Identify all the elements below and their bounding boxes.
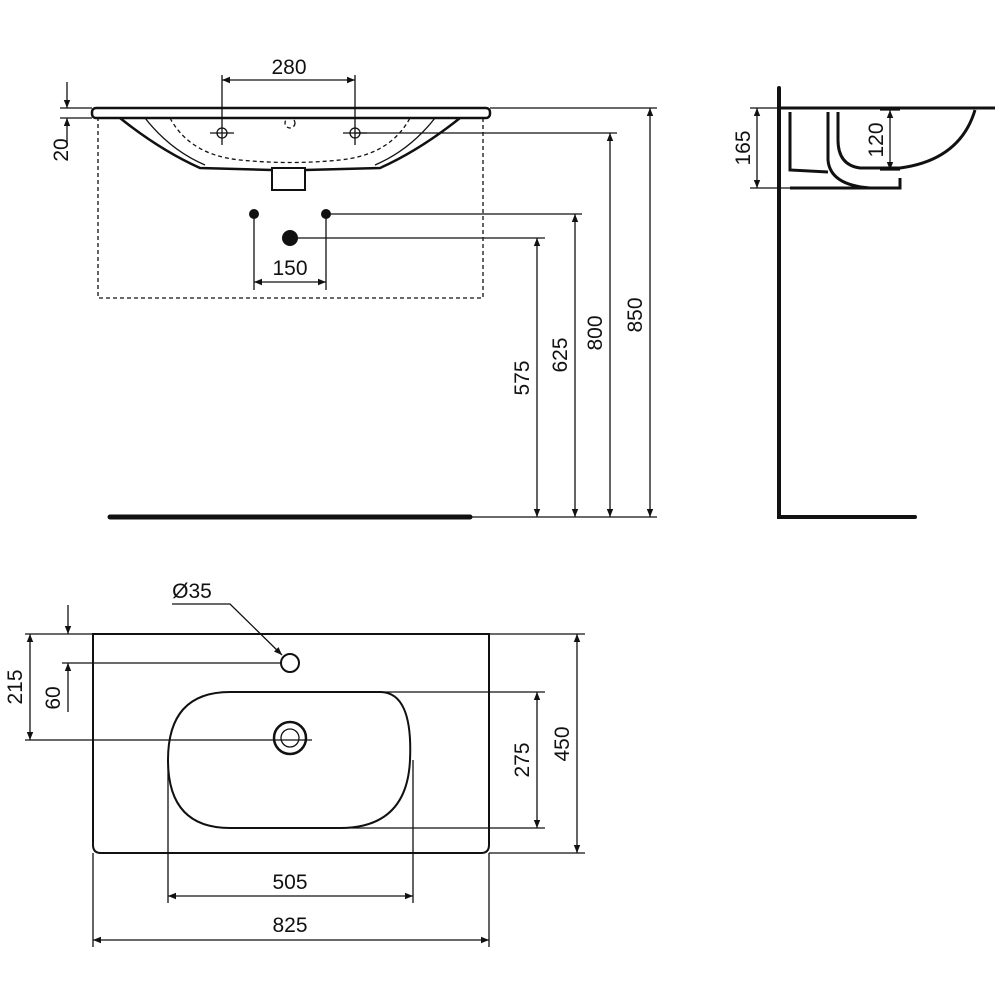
dim-waste-height: 575 [511,360,534,395]
dim-tap-hole-diameter: Ø35 [172,580,212,603]
overflow-icon [284,117,296,129]
dim-tap-hole-from-back: 60 [42,686,65,709]
top-view: Ø35 215 60 275 450 505 825 [4,580,585,947]
side-view: 165 120 [732,86,995,519]
dim-basin-total-depth: 165 [732,130,755,165]
dim-bowl-width: 505 [272,871,307,894]
bowl-outline [166,691,412,829]
basin-top-outline [92,633,490,854]
basin-rim [90,106,492,120]
tap-hole-icon [280,653,300,673]
dim-overall-height: 850 [624,297,647,332]
dim-bowl-front-depth: 275 [511,742,534,777]
waste-icon [272,720,308,756]
basin-side-profile [779,106,995,190]
front-view: 280 20 150 575 625 800 850 [50,56,657,520]
dim-overall-depth: 450 [551,726,574,761]
dim-waste-from-back: 215 [4,669,27,704]
dim-tap-height: 800 [584,315,607,350]
dim-supply-height: 625 [549,337,572,372]
dim-bowl-depth: 120 [865,122,888,157]
dim-supply-spacing: 150 [272,257,307,280]
waste-point [282,230,298,246]
wall-line [777,86,917,519]
dim-rim-thickness: 20 [50,138,73,161]
dim-tap-spacing: 280 [271,56,306,79]
waste-outlet [271,167,306,191]
basin-bowl-outline [119,117,461,172]
dim-overall-width: 825 [272,914,307,937]
